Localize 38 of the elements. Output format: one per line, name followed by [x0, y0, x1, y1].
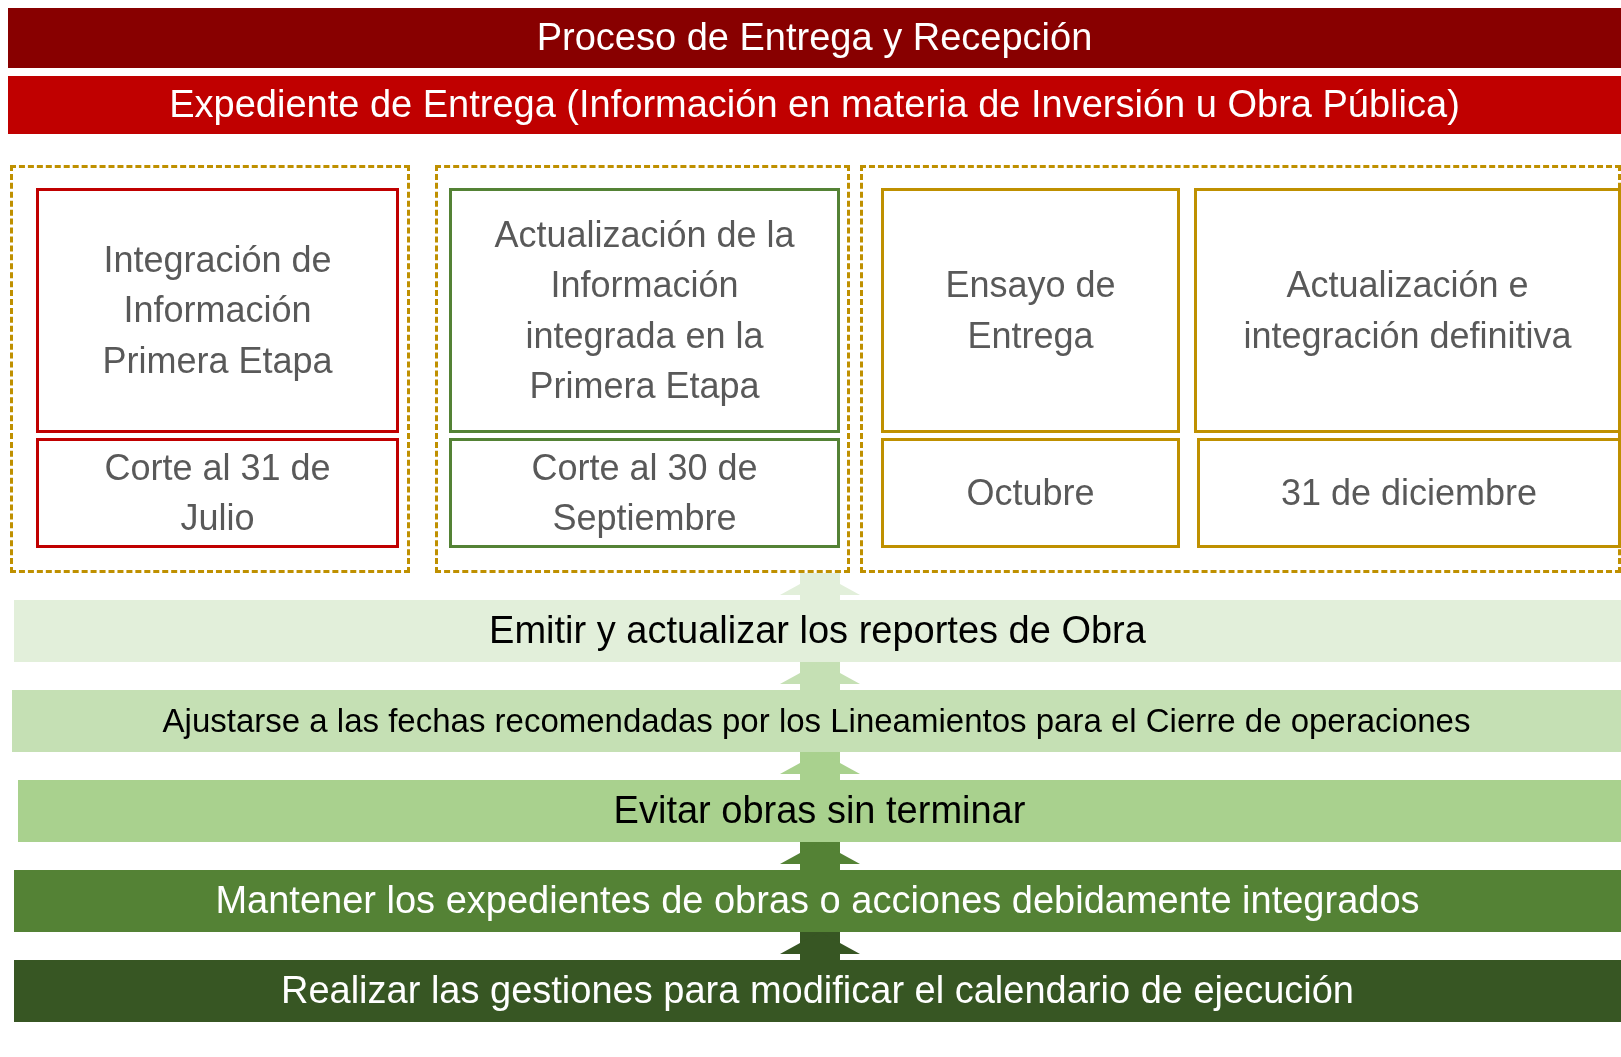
box-text: Actualización e integración definitiva: [1242, 263, 1573, 358]
action-band: [12, 690, 1621, 752]
band-text: Evitar obras sin terminar: [613, 788, 1026, 834]
date-box: [1197, 438, 1621, 548]
dashed-group-frame: [10, 165, 410, 573]
box-text: Octubre: [966, 470, 1095, 515]
box-text: Actualización de la Información integrada en la Primera Etapa: [493, 212, 796, 408]
dashed-group-frame: [435, 165, 850, 573]
date-box: [449, 438, 840, 548]
title-banner: [8, 8, 1621, 68]
stage-box: [36, 188, 399, 433]
action-band: [14, 960, 1621, 1022]
action-band: [18, 780, 1621, 842]
box-text: Corte al 31 de Julio: [103, 445, 332, 540]
arrow: [780, 842, 860, 870]
action-band: [14, 600, 1621, 662]
arrow: [780, 573, 860, 600]
arrow: [780, 932, 860, 960]
box-text: Corte al 30 de Septiembre: [530, 445, 759, 540]
stage-box: [449, 188, 840, 433]
stage-box: [1194, 188, 1621, 433]
box-text: 31 de diciembre: [1280, 470, 1538, 515]
band-text: Expediente de Entrega (Información en materia de Inversión u Obra Pública): [169, 82, 1460, 128]
band-text: Mantener los expedientes de obras o acciones debidamente integrados: [215, 878, 1420, 924]
date-box: [881, 438, 1180, 548]
box-text: Integración de Información Primera Etapa: [101, 237, 334, 383]
arrow: [780, 662, 860, 690]
stage-box: [881, 188, 1180, 433]
dashed-group-frame: [860, 165, 1621, 573]
action-band: [14, 870, 1621, 932]
box-text: Ensayo de Entrega: [944, 263, 1117, 358]
subtitle-banner: [8, 76, 1621, 134]
band-text: Proceso de Entrega y Recepción: [536, 15, 1093, 61]
date-box: [36, 438, 399, 548]
arrow: [780, 752, 860, 780]
band-text: Ajustarse a las fechas recomendadas por los Lineamientos para el Cierre de operaciones: [162, 700, 1471, 741]
band-text: Realizar las gestiones para modificar el calendario de ejecución: [280, 968, 1354, 1014]
band-text: Emitir y actualizar los reportes de Obra: [489, 608, 1146, 654]
